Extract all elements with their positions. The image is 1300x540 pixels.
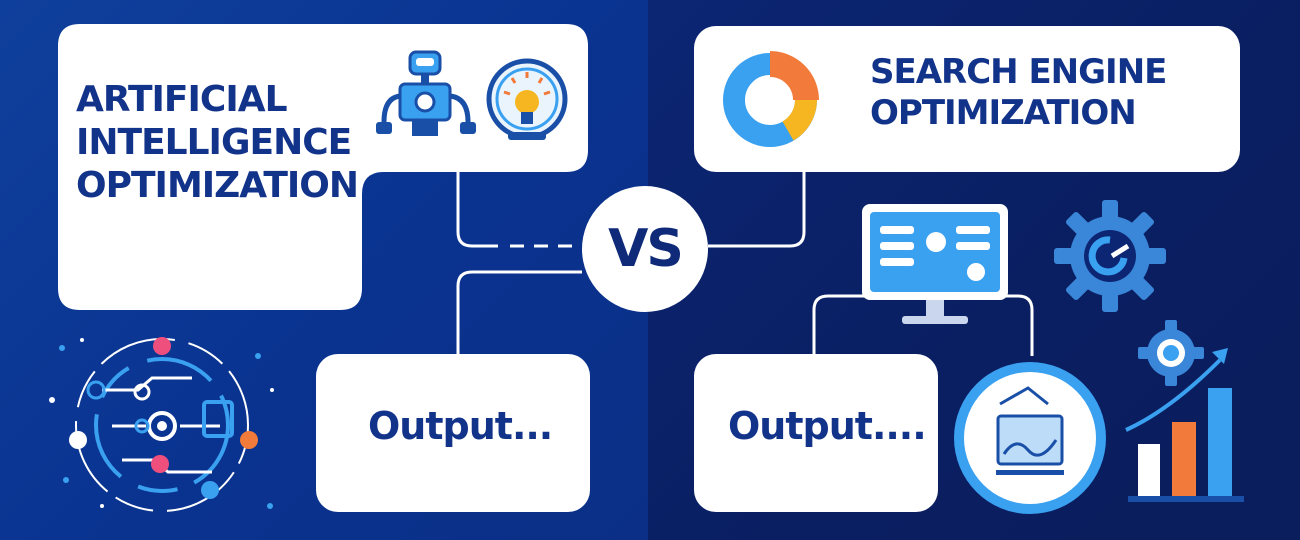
analytics-circle-icon xyxy=(954,362,1106,514)
seo-output-label: Output.... xyxy=(728,404,927,448)
ai-output-label: Output... xyxy=(368,404,553,448)
ai-title: ARTIFICIAL INTELLIGENCE OPTIMIZATION xyxy=(76,78,359,208)
connector-left-bottom xyxy=(456,270,582,354)
vs-badge: VS xyxy=(582,186,708,312)
small-gear-icon xyxy=(1138,320,1204,386)
growth-bar-chart-icon xyxy=(1125,348,1244,502)
seo-title-line: SEARCH ENGINE xyxy=(870,52,1167,92)
donut-chart-icon xyxy=(723,51,819,147)
robot-icon xyxy=(376,50,476,136)
seo-title: SEARCH ENGINE OPTIMIZATION xyxy=(870,52,1167,134)
seo-output-card xyxy=(694,354,938,512)
seo-title-card xyxy=(694,26,1240,172)
ai-title-line: ARTIFICIAL xyxy=(76,79,288,120)
connector-right-top xyxy=(708,172,806,248)
connector-monitor-right xyxy=(968,294,1034,356)
gear-icon xyxy=(1054,200,1166,312)
connector-left-top xyxy=(456,172,498,248)
monitor-dashboard-icon xyxy=(862,204,1008,324)
ai-title-line: INTELLIGENCE xyxy=(76,122,352,164)
ai-title-line: OPTIMIZATION xyxy=(76,165,359,207)
ai-output-card xyxy=(316,354,590,512)
lightbulb-icon xyxy=(486,58,568,140)
seo-title-line: OPTIMIZATION xyxy=(870,92,1137,133)
connector-right-bottom xyxy=(812,294,900,354)
vs-label: VS xyxy=(608,219,684,279)
ai-circuit-icon xyxy=(49,337,274,512)
